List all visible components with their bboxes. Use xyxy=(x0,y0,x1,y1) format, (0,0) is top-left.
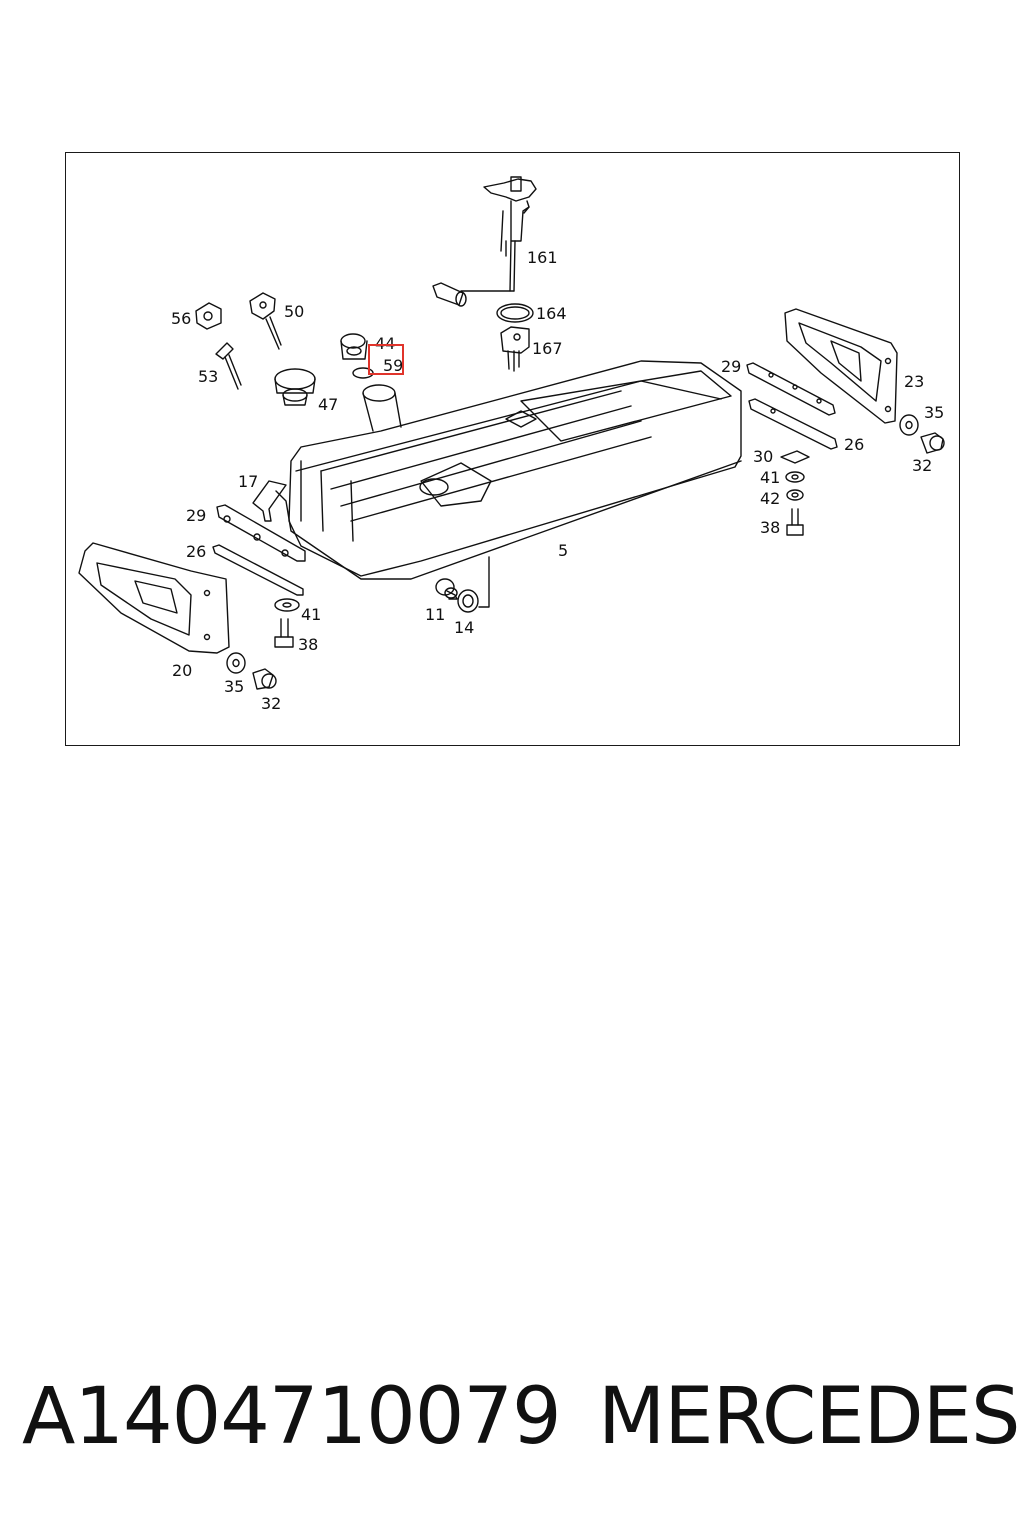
strap-29-left xyxy=(216,504,306,562)
highlight-box-part-59 xyxy=(368,344,404,375)
footer-caption: A1404710079 MERCEDES xyxy=(0,1372,1024,1462)
lock-washer-42 xyxy=(786,489,804,501)
label-23: 23 xyxy=(904,372,924,391)
label-20: 20 xyxy=(172,661,192,680)
label-29-left: 29 xyxy=(186,506,206,525)
bracket-20 xyxy=(78,542,230,654)
cap-47 xyxy=(274,368,316,406)
part-labels: 161 164 167 56 50 44 59 53 47 29 23 35 2… xyxy=(171,248,944,713)
washer-35-right xyxy=(899,414,919,436)
label-161: 161 xyxy=(527,248,558,267)
washer-35-left xyxy=(226,652,246,674)
label-56: 56 xyxy=(171,309,191,328)
bolt-50 xyxy=(249,292,282,350)
label-26-right: 26 xyxy=(844,435,864,454)
label-38-left: 38 xyxy=(298,635,318,654)
seal-14 xyxy=(457,589,479,613)
bolt-38-right xyxy=(786,508,804,536)
label-41-left: 41 xyxy=(301,605,321,624)
label-29-right: 29 xyxy=(721,357,741,376)
exploded-view-drawing: 161 164 167 56 50 44 59 53 47 29 23 35 2… xyxy=(78,176,945,713)
part-number: A1404710079 xyxy=(22,1372,562,1462)
label-35-left: 35 xyxy=(224,677,244,696)
fuel-sender-161 xyxy=(432,176,537,307)
line-17 xyxy=(252,480,287,522)
drawing-parts xyxy=(78,176,945,690)
label-26-left: 26 xyxy=(186,542,206,561)
strap-26-left xyxy=(212,544,304,596)
drain-plug-11 xyxy=(435,578,458,600)
leader-line-5 xyxy=(478,556,490,608)
label-42: 42 xyxy=(760,489,780,508)
label-59: 59 xyxy=(383,356,403,375)
fuel-tank-5 xyxy=(275,360,742,580)
label-32-right: 32 xyxy=(912,456,932,475)
label-32-left: 32 xyxy=(261,694,281,713)
bolt-38-left xyxy=(274,618,294,648)
bolt-32-left xyxy=(252,668,277,690)
label-30: 30 xyxy=(753,447,773,466)
label-5: 5 xyxy=(558,541,568,560)
strap-29-right xyxy=(746,362,836,416)
label-50: 50 xyxy=(284,302,304,321)
label-11: 11 xyxy=(425,605,445,624)
label-47: 47 xyxy=(318,395,338,414)
bushing-44 xyxy=(340,333,368,360)
label-44: 44 xyxy=(375,334,395,353)
bolt-32-right xyxy=(920,432,945,454)
washer-41-right xyxy=(785,471,805,483)
washer-41-left xyxy=(274,598,300,612)
parts-diagram: 161 164 167 56 50 44 59 53 47 29 23 35 2… xyxy=(65,152,960,746)
strap-26-right xyxy=(748,398,838,450)
label-35-right: 35 xyxy=(924,403,944,422)
label-164: 164 xyxy=(536,304,567,323)
label-17: 17 xyxy=(238,472,258,491)
label-38-right: 38 xyxy=(760,518,780,537)
filler-neck xyxy=(362,384,402,432)
label-53: 53 xyxy=(198,367,218,386)
o-ring-164 xyxy=(496,303,534,323)
label-167: 167 xyxy=(532,339,563,358)
brand-name: MERCEDES xyxy=(598,1372,1020,1462)
bracket-23 xyxy=(784,308,898,424)
nut-56 xyxy=(195,302,222,330)
clip-30 xyxy=(780,450,810,464)
label-41-right: 41 xyxy=(760,468,780,487)
sender-167 xyxy=(500,326,530,372)
bolt-53 xyxy=(215,342,242,390)
label-14: 14 xyxy=(454,618,474,637)
